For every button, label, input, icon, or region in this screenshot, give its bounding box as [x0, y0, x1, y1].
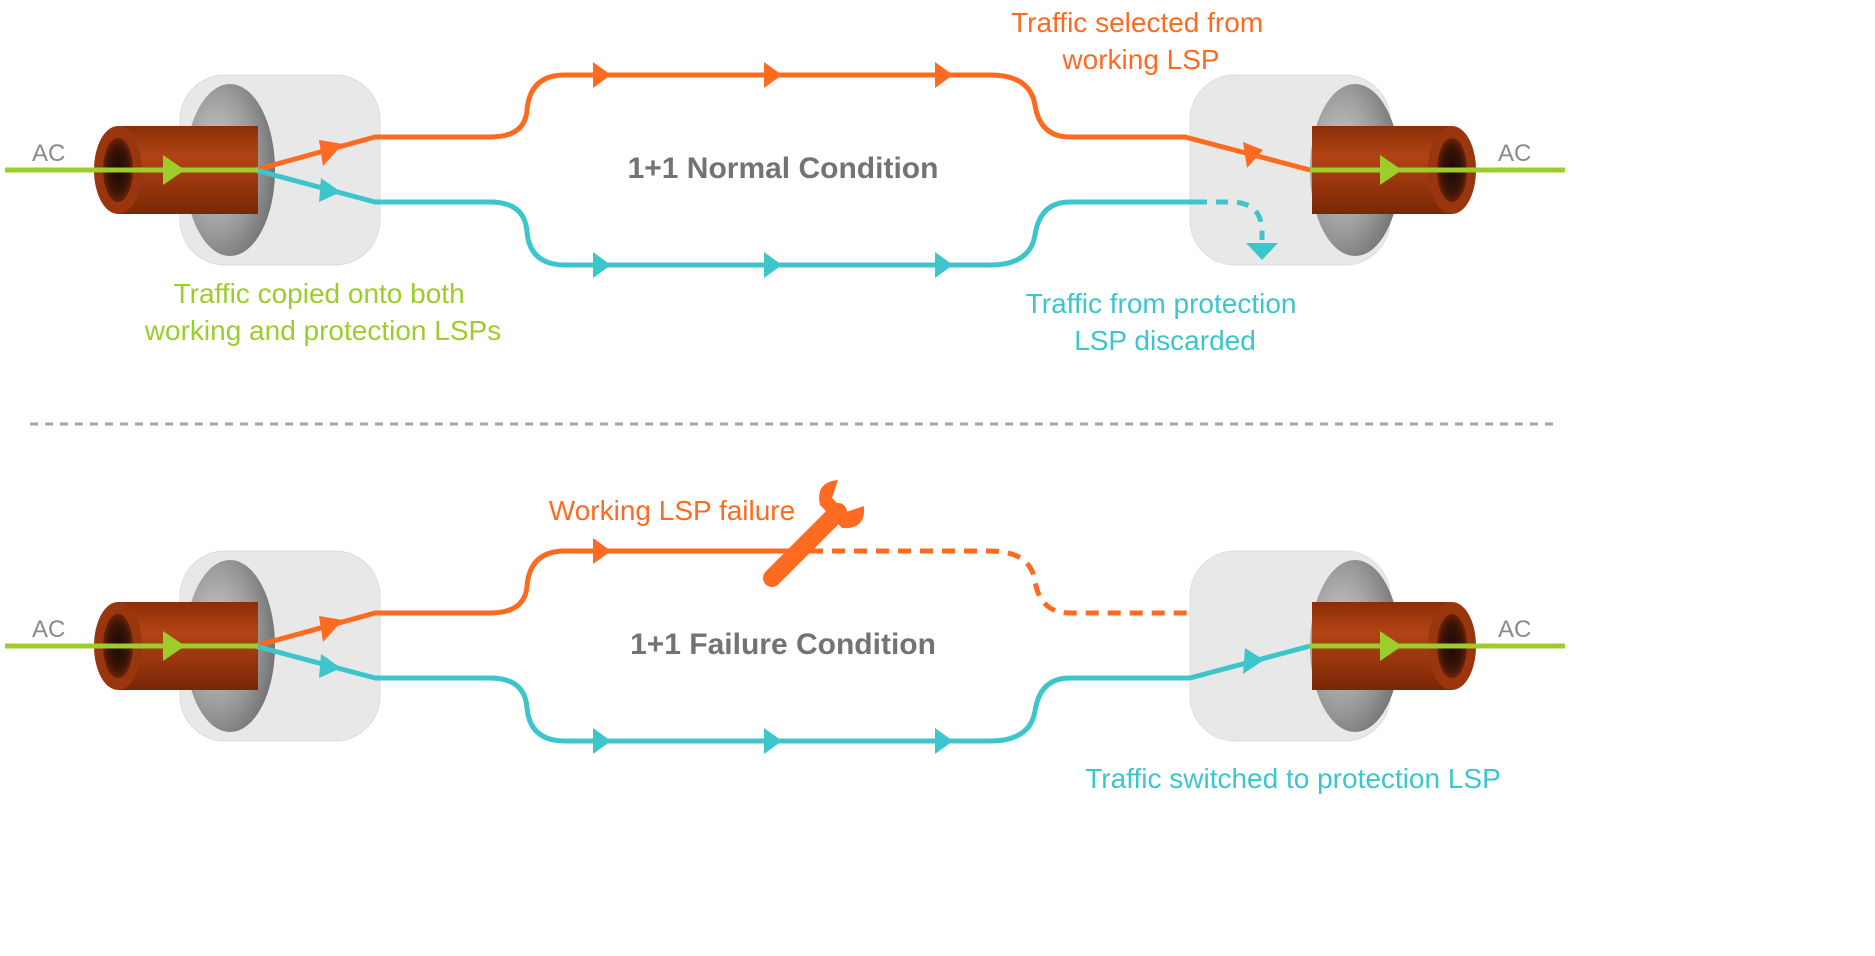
discard-arrowhead [1246, 243, 1278, 260]
note-copied-line-1: Traffic copied onto both [174, 278, 465, 309]
protection-arrows [319, 648, 1264, 754]
note-failure: Working LSP failure [549, 495, 795, 526]
panel-title: 1+1 Failure Condition [630, 628, 936, 661]
panel-title: 1+1 Normal Condition [628, 152, 939, 185]
working-lsp [254, 72, 1311, 173]
note-copied: Traffic copied onto both working and pro… [144, 278, 501, 346]
ac-label-right: AC [1498, 140, 1531, 167]
discard-path [1195, 199, 1265, 240]
note-discarded-line-1: Traffic from protection [1026, 288, 1297, 319]
note-switched: Traffic switched to protection LSP [1085, 763, 1501, 794]
protection-arrows [319, 178, 953, 278]
working-lsp [254, 548, 795, 649]
note-discarded: Traffic from protection LSP discarded [1026, 288, 1305, 356]
note-copied-line-2: working and protection LSPs [144, 315, 501, 346]
note-selected-line-2: working LSP [1061, 44, 1219, 75]
ac-label-left: AC [32, 616, 65, 643]
working-lsp-failed [810, 548, 1190, 616]
working-arrows [319, 62, 1263, 168]
failure-condition-panel: AC AC 1+1 Failure Condition Working LSP … [5, 480, 1565, 794]
note-selected: Traffic selected from working LSP [1011, 7, 1271, 75]
protection-lsp [254, 643, 1311, 744]
ac-arrow-right [1380, 155, 1402, 185]
working-arrows [319, 538, 611, 642]
ac-arrow-right [1380, 631, 1402, 661]
ac-arrow-left [163, 631, 185, 661]
ac-label-right: AC [1498, 616, 1531, 643]
ac-arrow-left [163, 155, 185, 185]
wrench-icon [763, 480, 865, 587]
note-discarded-line-2: LSP discarded [1074, 325, 1256, 356]
ac-label-left: AC [32, 140, 65, 167]
normal-condition-panel: AC AC 1+1 Normal Condition Traffic selec… [5, 7, 1565, 356]
note-selected-line-1: Traffic selected from [1011, 7, 1263, 38]
